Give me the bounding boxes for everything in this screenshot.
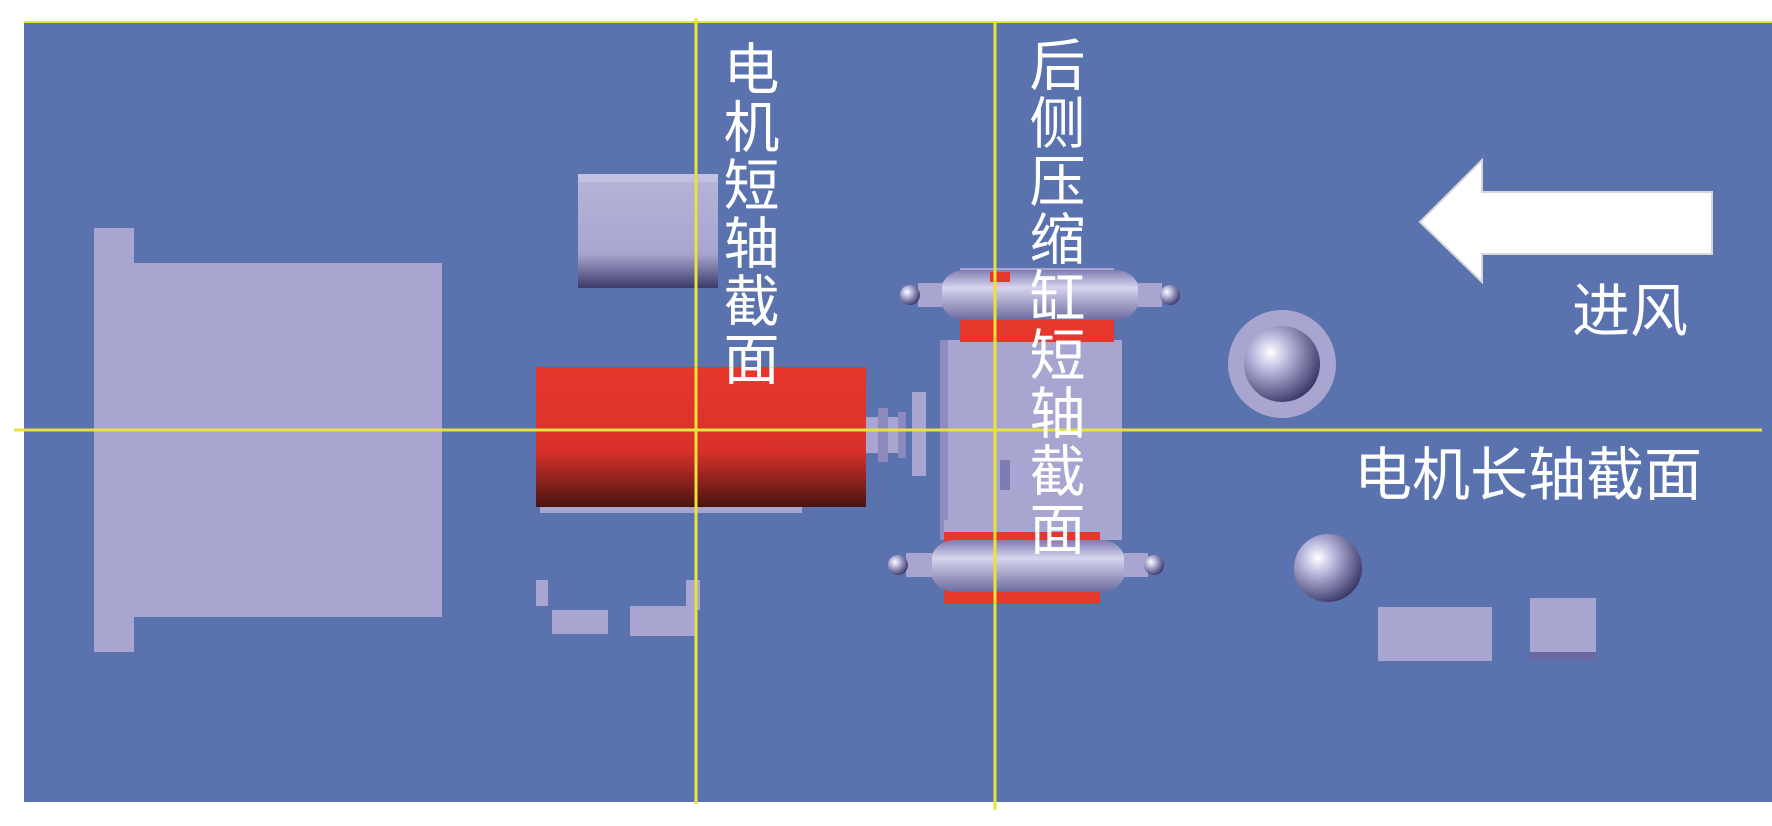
rear-compressor-short-axis-label: 后侧压缩缸短轴截面 — [1020, 36, 1085, 558]
right-box-2 — [1530, 598, 1596, 660]
upper-sphere — [1228, 310, 1336, 418]
lower-sphere — [1294, 534, 1362, 602]
air-inlet-label: 进风 — [1572, 277, 1689, 345]
lower-cylinder — [888, 520, 1164, 604]
motor — [536, 367, 926, 513]
motor-short-axis-label: 电机短轴截面 — [714, 40, 779, 388]
motor-long-axis-label: 电机长轴截面 — [1354, 441, 1703, 509]
air-inlet-arrow — [1418, 157, 1713, 285]
compressor-block — [940, 340, 1122, 540]
upper-cylinder — [900, 268, 1180, 342]
left-large-unit — [94, 228, 442, 652]
right-box-1 — [1378, 607, 1492, 661]
